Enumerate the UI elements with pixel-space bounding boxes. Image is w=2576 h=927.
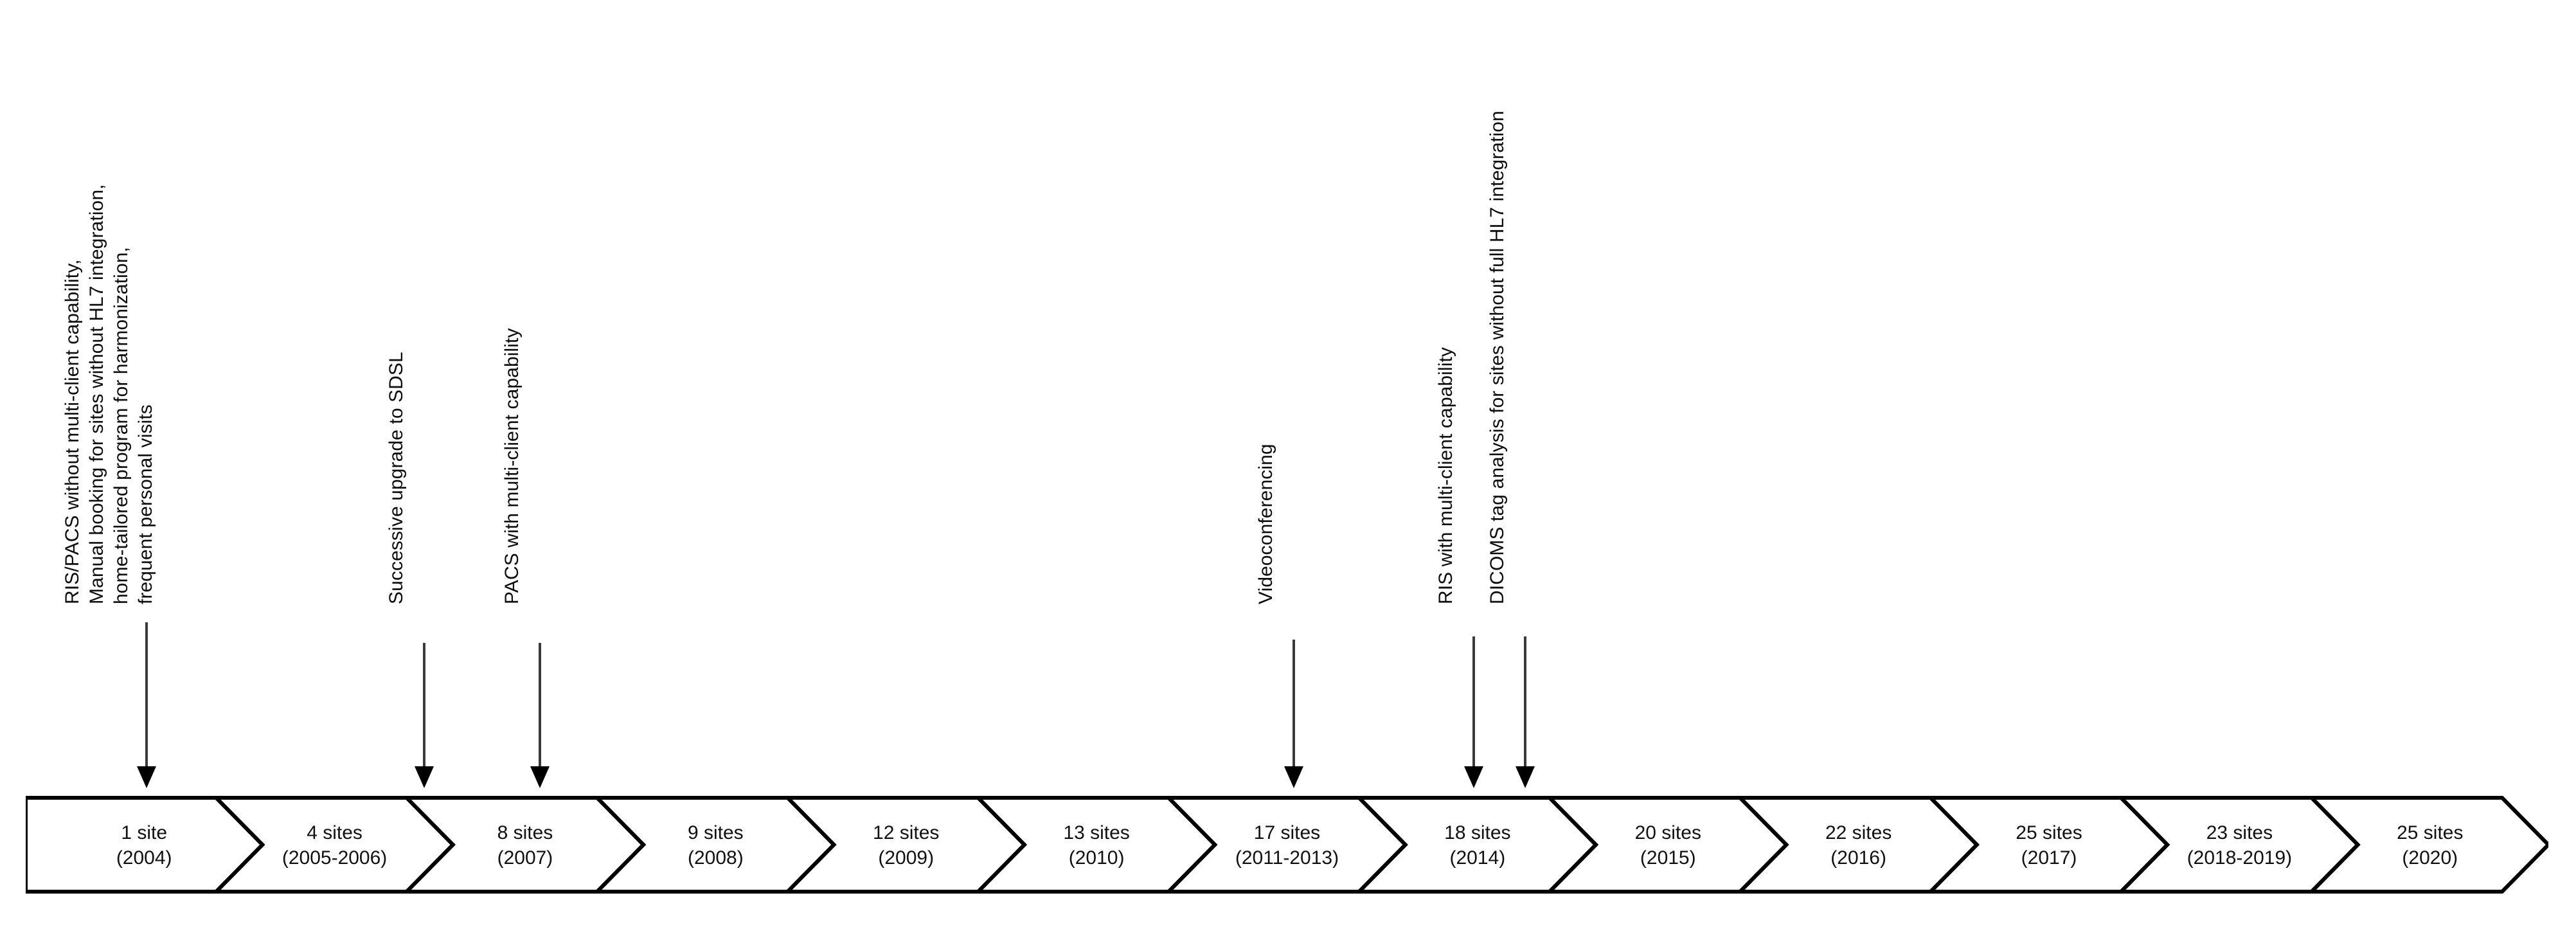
arrow-head-icon [1284, 766, 1303, 788]
arrow-head-icon [1516, 766, 1535, 788]
annotation-line: home-tailored program for harmonization, [111, 247, 132, 604]
annotation-line: Successive upgrade to SDSL [386, 352, 407, 604]
arrow-shaft [1472, 636, 1475, 769]
annotation-line: RIS with multi-client capability [1435, 347, 1456, 604]
arrow-head-icon [137, 766, 156, 788]
annotation-group-dicoms-tag: DICOMS tag analysis for sites without fu… [1487, 0, 1546, 604]
timeline-step-shape[interactable] [26, 796, 265, 894]
annotation-line: Videoconferencing [1255, 444, 1276, 604]
timeline-band: 1 site(2004)4 sites(2005-2006)8 sites(20… [26, 796, 2548, 894]
arrow-shaft [1524, 636, 1526, 769]
annotation-group-2004: RIS/PACS without multi-client capability… [62, 0, 224, 604]
annotation-line: Manual booking for sites without HL7 int… [86, 184, 107, 604]
arrow-head-icon [415, 766, 434, 788]
annotation-line: DICOMS tag analysis for sites without fu… [1487, 111, 1508, 604]
timeline-band-svg [26, 796, 2548, 894]
annotation-group-sdsl: Successive upgrade to SDSL [386, 0, 445, 604]
annotation-line: frequent personal visits [135, 404, 156, 604]
annotation-line: PACS with multi-client capability [501, 328, 523, 604]
arrow-head-icon [530, 766, 550, 788]
arrow-shaft [145, 622, 148, 769]
arrow-shaft [539, 643, 541, 769]
annotation-line: RIS/PACS without multi-client capability… [62, 259, 83, 604]
arrow-head-icon [1464, 766, 1483, 788]
annotation-group-pacs-multiclient: PACS with multi-client capability [501, 0, 560, 604]
arrow-shaft [1292, 640, 1295, 769]
arrow-shaft [423, 643, 425, 769]
annotation-group-videoconferencing: Videoconferencing [1255, 0, 1314, 604]
timeline-step-shape[interactable] [2307, 796, 2548, 894]
